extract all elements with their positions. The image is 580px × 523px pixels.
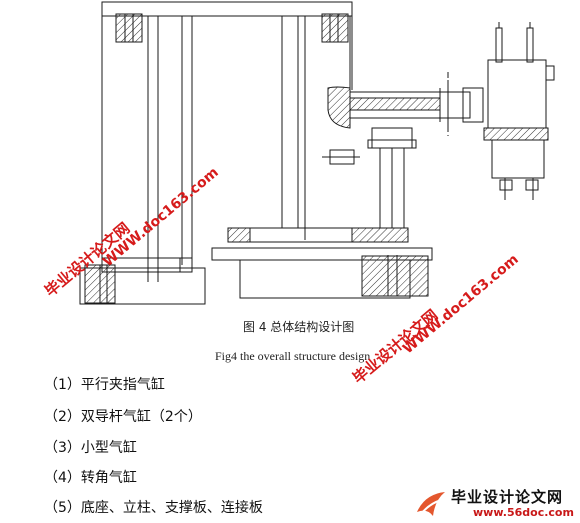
part-item-1: （1）平行夹指气缸 <box>44 377 165 393</box>
part-item-4: （4）转角气缸 <box>44 470 137 486</box>
figure-caption-english: Fig4 the overall structure design <box>215 349 371 363</box>
figure-caption-chinese: 图 4 总体结构设计图 <box>243 320 355 334</box>
part-item-5: （5）底座、立柱、支撑板、连接板 <box>44 500 263 516</box>
part-item-3: （3）小型气缸 <box>44 440 137 456</box>
logo-name: 毕业设计论文网 <box>451 488 564 506</box>
logo-url: www.56doc.com <box>473 506 574 519</box>
part-item-2: （2）双导杆气缸（2个） <box>44 409 202 425</box>
site-logo: 毕业设计论文网 www.56doc.com <box>415 486 580 523</box>
logo-mark-icon <box>417 492 445 516</box>
